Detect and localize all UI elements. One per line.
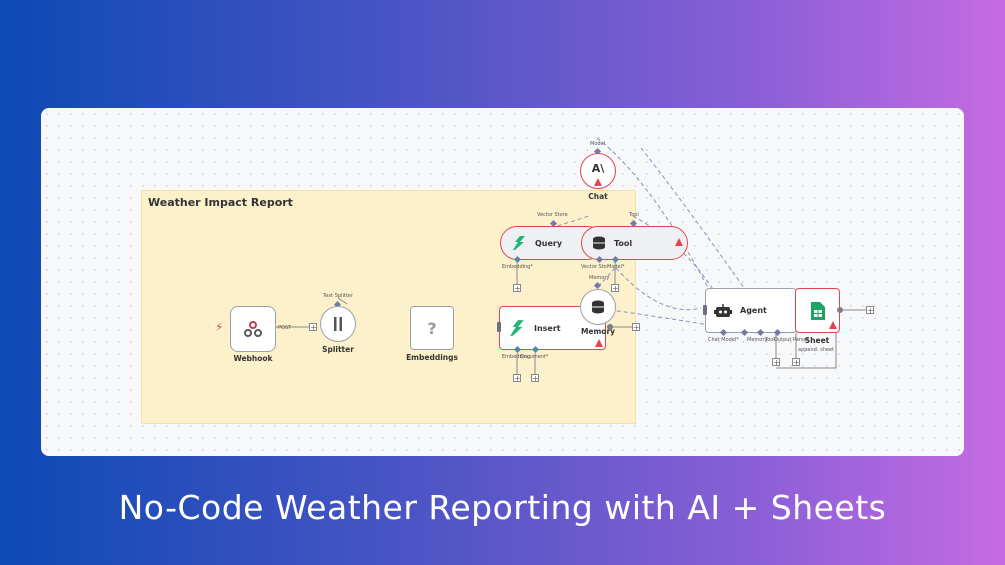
memory-label: Memory [580,327,616,336]
robot-icon [714,303,732,317]
webhook-port-label: POST [278,325,292,331]
query-label: Query [535,238,563,248]
splitter-top-label: Text Splitter [323,293,353,299]
lightning-icon [510,320,524,336]
headline: No-Code Weather Reporting with AI + Shee… [118,488,887,527]
query-bottom-label: Embedding* [502,264,533,270]
agent-node[interactable]: Agent [705,288,797,333]
agent-label: Agent [740,306,767,315]
webhook-node[interactable] [230,306,276,352]
embeddings-node[interactable]: ? [410,306,454,350]
chat-label: Chat [588,192,608,201]
query-add-button[interactable]: + [513,284,521,293]
splitter-node[interactable] [320,306,356,342]
agent-add-parser-button[interactable]: + [792,358,800,367]
embeddings-label: Embeddings [406,353,458,362]
insert-add-next-button[interactable]: + [632,323,640,332]
splitter-label: Splitter [322,345,354,354]
insert-label: Insert [534,323,561,333]
agent-port-label-4: Output Parser [774,337,809,343]
database-icon [592,300,604,314]
sheet-output-port[interactable] [837,307,843,313]
workflow-canvas[interactable]: Weather Impact Report ⚡ Webhook POST + [41,108,964,456]
tool-label: Tool [614,238,633,248]
insert-port-label-1: Embedding [502,354,531,360]
unknown-node-icon: ? [427,318,437,338]
lightning-icon [513,236,525,250]
insert-add-embedding-button[interactable]: + [513,374,521,383]
tool-warning-icon [675,238,683,246]
sheet-warning-icon [829,321,837,329]
agent-input-port[interactable] [703,305,707,315]
memory-top-label: Memory [589,275,610,281]
tool-node[interactable]: Tool [581,226,688,260]
sheet-label: Sheet [804,336,830,345]
splitter-icon [334,317,342,331]
insert-warning-icon [595,339,603,347]
tool-bottom-label-2: Model* [607,264,625,270]
webhook-add-button[interactable]: + [309,323,317,332]
sheet-sublabel: append: sheet [798,347,834,353]
webhook-icon [244,321,262,337]
webhook-label: Webhook [233,354,273,363]
tool-top-label: Tool [629,212,639,218]
chat-warning-icon [594,178,602,186]
chat-top-label: Model [590,141,606,147]
insert-add-document-button[interactable]: + [531,374,539,383]
database-icon [593,236,605,250]
memory-node[interactable] [580,289,616,325]
connection-lines [275,137,867,374]
sticky-title: Weather Impact Report [148,196,293,209]
anthropic-icon: A\ [591,161,605,175]
sheet-add-next-button[interactable]: + [866,306,874,315]
agent-add-tool-button[interactable]: + [772,358,780,367]
query-top-label: Vector Store [537,212,568,218]
agent-port-label-2: Memory [747,337,768,343]
insert-output-port[interactable] [607,324,613,330]
insert-port-label-2: Document* [520,354,549,360]
insert-input-port[interactable] [497,322,501,332]
agent-port-label-3: Tool [765,337,775,343]
tool-bottom-label-1: Vector Sto [581,264,607,270]
google-sheets-icon [810,301,825,320]
trigger-bolt-icon: ⚡ [215,320,224,334]
agent-port-label-1: Chat Model* [708,337,739,343]
tool-add-button[interactable]: + [611,284,619,293]
